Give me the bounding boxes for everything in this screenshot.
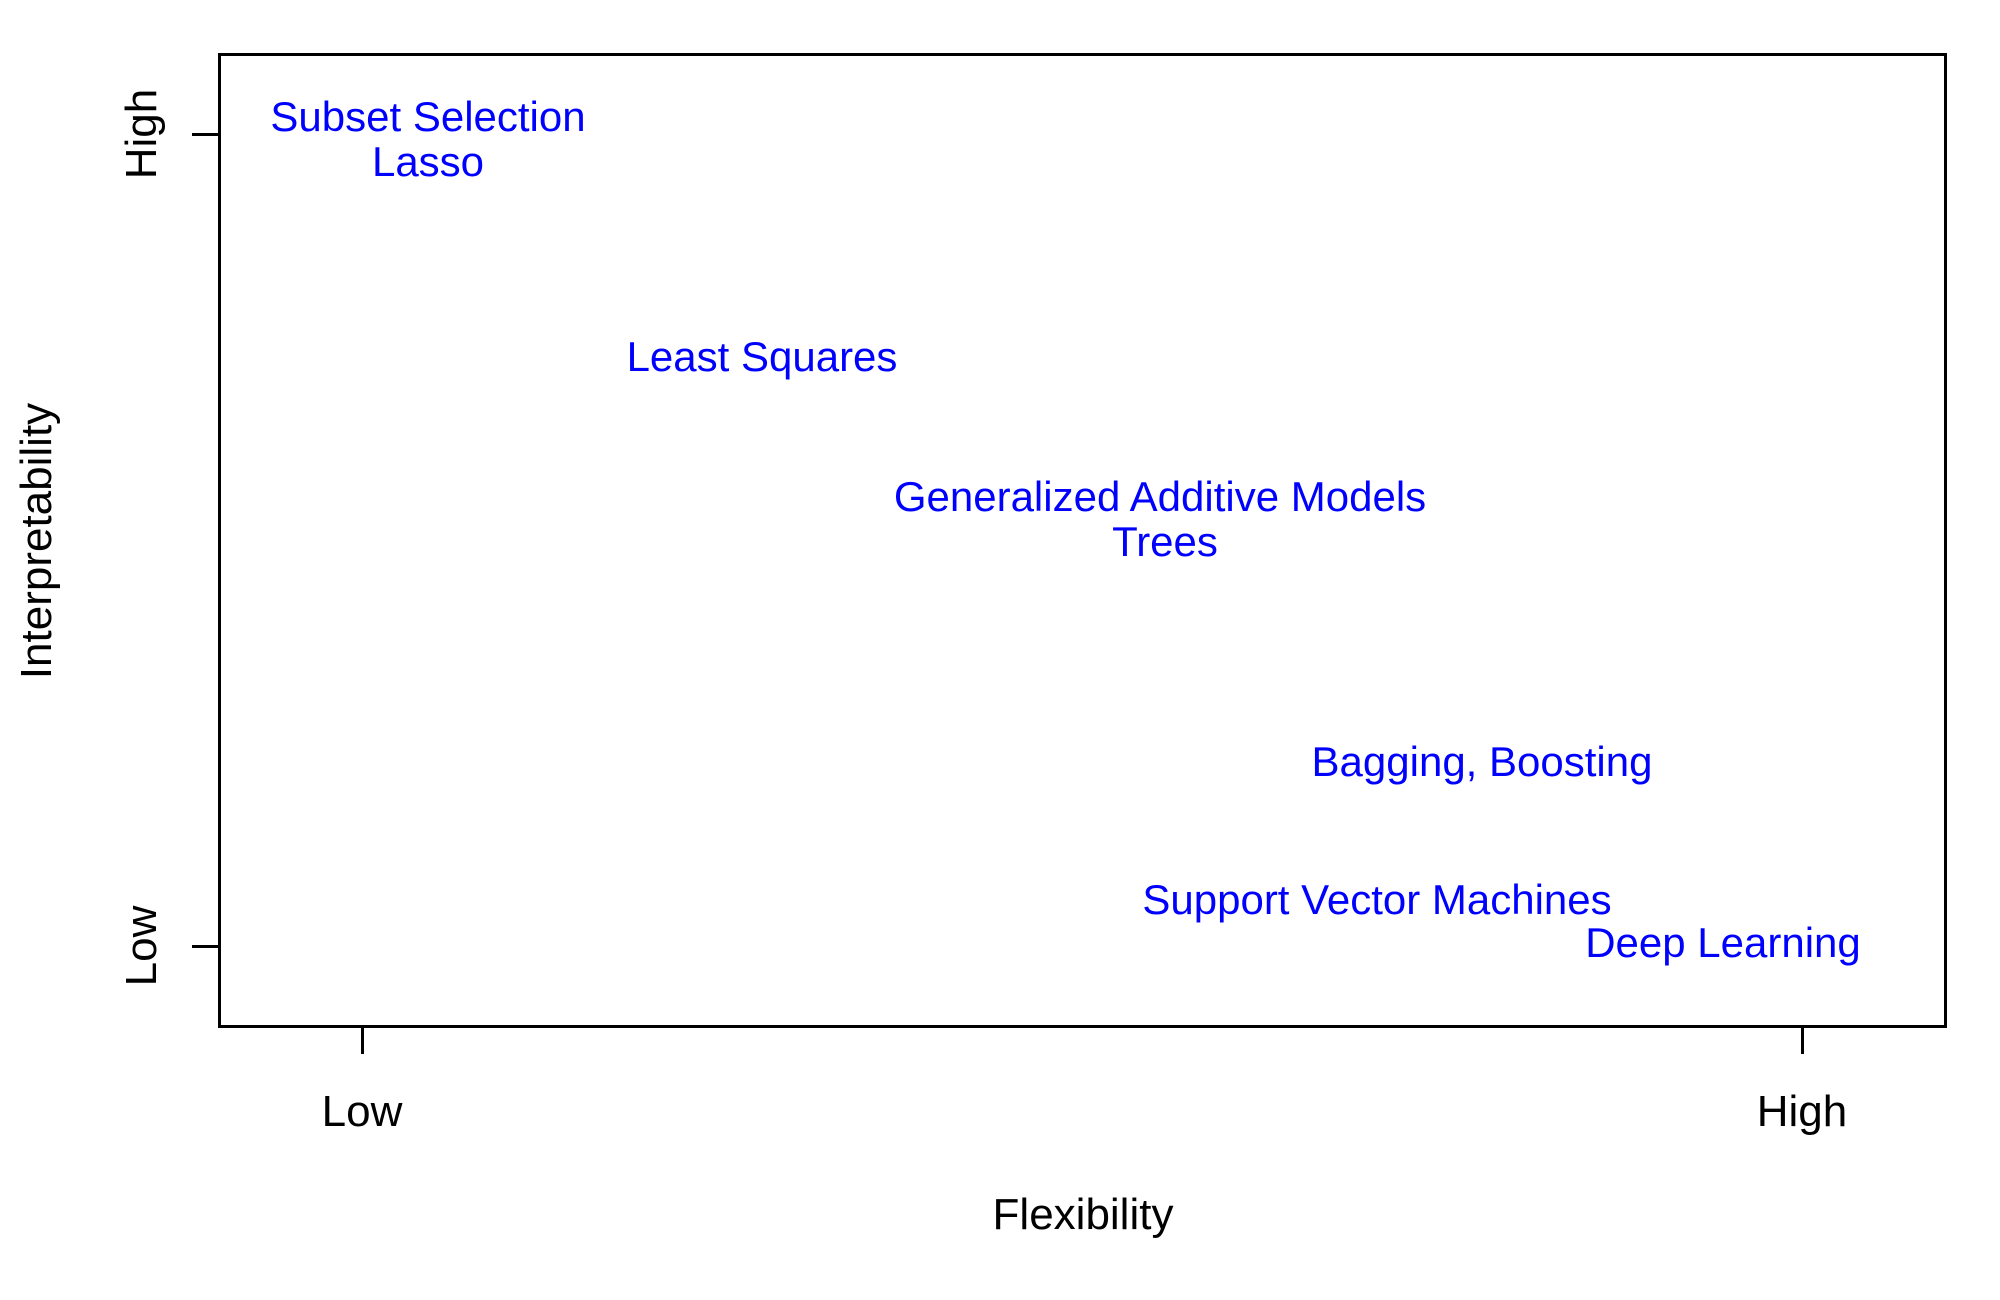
method-label-trees: Trees xyxy=(1112,518,1218,565)
plot-frame xyxy=(218,53,1947,1028)
method-label-deep-learning: Deep Learning xyxy=(1585,919,1861,966)
method-label-lasso: Lasso xyxy=(371,138,485,185)
y-tick-label-low: Low xyxy=(117,905,166,987)
x-axis-title: Flexibility xyxy=(992,1190,1174,1239)
x-tick-label-high: High xyxy=(1756,1087,1848,1136)
y-tick-label-high: High xyxy=(117,88,166,180)
method-label-least-squares: Least Squares xyxy=(626,333,898,380)
x-tick-high xyxy=(1800,1028,1804,1054)
y-tick-low xyxy=(192,944,218,948)
y-axis-title: Interpretability xyxy=(12,402,61,680)
method-label-support-vector-machines: Support Vector Machines xyxy=(1142,876,1612,923)
method-label-bagging-boosting: Bagging, Boosting xyxy=(1311,738,1653,785)
method-label-subset-selection: Subset Selection xyxy=(270,93,586,140)
x-tick-label-low: Low xyxy=(321,1087,403,1136)
x-tick-low xyxy=(360,1028,364,1054)
y-tick-high xyxy=(192,132,218,136)
method-label-generalized-additive-models: Generalized Additive Models xyxy=(893,473,1427,520)
